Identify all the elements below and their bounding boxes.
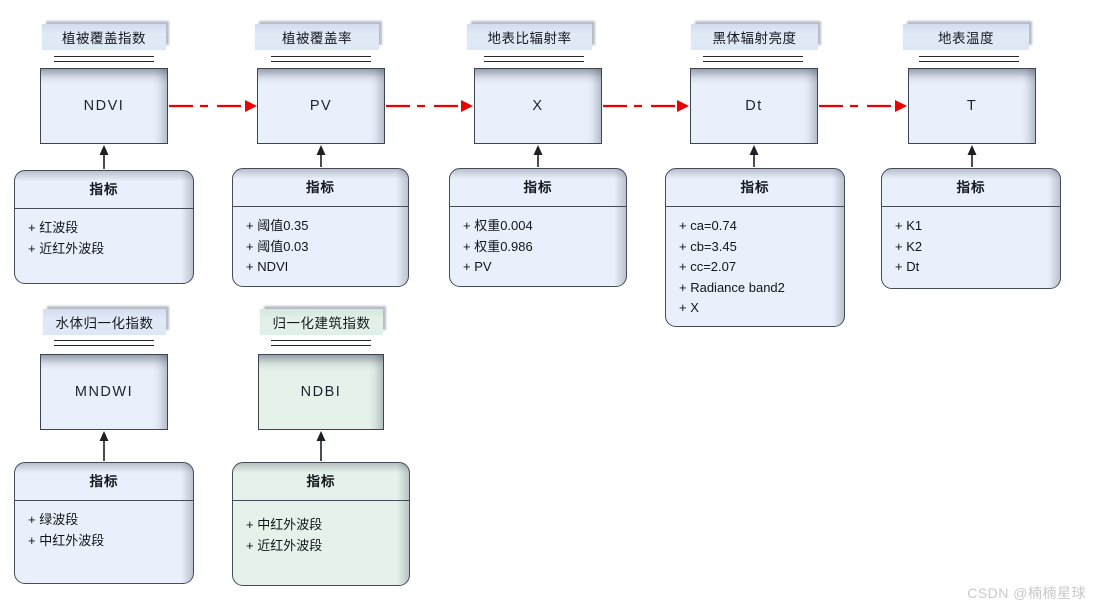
link-arrow-ndvi [99, 145, 109, 169]
category-label-x: 地表比辐射率 [466, 24, 592, 50]
attributes-title: 指标 [233, 169, 408, 207]
attributes-title: 指标 [882, 169, 1060, 207]
class-box-mndwi[interactable]: MNDWI [40, 354, 168, 430]
class-box-dt[interactable]: Dt [690, 68, 818, 144]
attribute-item: + 近红外波段 [28, 240, 105, 256]
attributes-box-t[interactable]: 指标 + K1 + K2 + Dt [881, 168, 1061, 289]
category-label-ndbi: 归一化建筑指数 [259, 309, 383, 335]
attribute-item: + 阈值0.03 [246, 238, 309, 254]
attribute-item: + cc=2.07 [679, 259, 737, 274]
attribute-item: + PV [463, 259, 492, 274]
attributes-title: 指标 [666, 169, 844, 207]
attribute-item: + 权重0.986 [463, 238, 533, 254]
attribute-item: + Dt [895, 259, 920, 274]
attributes-title: 指标 [15, 463, 193, 501]
attributes-box-mndwi[interactable]: 指标 + 绿波段 + 中红外波段 [14, 462, 194, 584]
link-arrow-ndbi [316, 431, 326, 461]
attributes-box-ndvi[interactable]: 指标 + 红波段 + 近红外波段 [14, 170, 194, 284]
underline-decoration [271, 340, 371, 349]
category-label-mndwi: 水体归一化指数 [42, 309, 166, 335]
link-arrow-mndwi [99, 431, 109, 461]
attribute-item: + 阈值0.35 [246, 218, 309, 233]
attributes-title: 指标 [233, 463, 409, 501]
link-arrow-pv [316, 145, 326, 167]
flow-arrow-ndvi-to-pv [169, 100, 257, 112]
class-box-x[interactable]: X [474, 68, 602, 144]
attribute-item: + 绿波段 [28, 512, 79, 527]
underline-decoration [484, 56, 584, 65]
underline-decoration [703, 56, 803, 65]
category-label-dt: 黑体辐射亮度 [690, 24, 818, 50]
attribute-item: + 红波段 [28, 220, 79, 235]
link-arrow-t [967, 145, 977, 167]
underline-decoration [54, 56, 154, 65]
underline-decoration [271, 56, 371, 65]
attribute-item: + ca=0.74 [679, 218, 737, 233]
class-box-ndvi[interactable]: NDVI [40, 68, 168, 144]
link-arrow-x [533, 145, 543, 167]
attribute-item: + NDVI [246, 259, 289, 274]
attributes-box-x[interactable]: 指标 + 权重0.004 + 权重0.986 + PV [449, 168, 627, 287]
class-box-t[interactable]: T [908, 68, 1036, 144]
category-label-ndvi: 植被覆盖指数 [41, 24, 166, 50]
attribute-item: + X [679, 300, 699, 315]
category-label-pv: 植被覆盖率 [254, 24, 379, 50]
category-label-t: 地表温度 [902, 24, 1029, 50]
attributes-title: 指标 [15, 171, 193, 209]
flow-arrow-pv-to-x [386, 100, 473, 112]
attributes-title: 指标 [450, 169, 626, 207]
attribute-item: + K2 [895, 238, 923, 254]
flow-arrow-x-to-dt [603, 100, 689, 112]
flow-arrow-dt-to-t [819, 100, 907, 112]
attribute-item: + 权重0.004 [463, 218, 533, 233]
underline-decoration [919, 56, 1019, 65]
underline-decoration [54, 340, 154, 349]
attribute-item: + 近红外波段 [246, 537, 323, 553]
attribute-item: + 中红外波段 [28, 532, 105, 548]
attributes-box-ndbi[interactable]: 指标 + 中红外波段 + 近红外波段 [232, 462, 410, 586]
class-box-pv[interactable]: PV [257, 68, 385, 144]
attribute-item: + K1 [895, 218, 923, 233]
attribute-item: + 中红外波段 [246, 517, 323, 532]
attributes-box-dt[interactable]: 指标 + ca=0.74 + cb=3.45 + cc=2.07 + Radia… [665, 168, 845, 327]
attribute-item: + Radiance band2 [679, 279, 785, 295]
link-arrow-dt [749, 145, 759, 167]
class-box-ndbi[interactable]: NDBI [258, 354, 384, 430]
attributes-box-pv[interactable]: 指标 + 阈值0.35 + 阈值0.03 + NDVI [232, 168, 409, 287]
watermark-text: CSDN @楠楠星球 [967, 585, 1086, 601]
attribute-item: + cb=3.45 [679, 238, 737, 254]
